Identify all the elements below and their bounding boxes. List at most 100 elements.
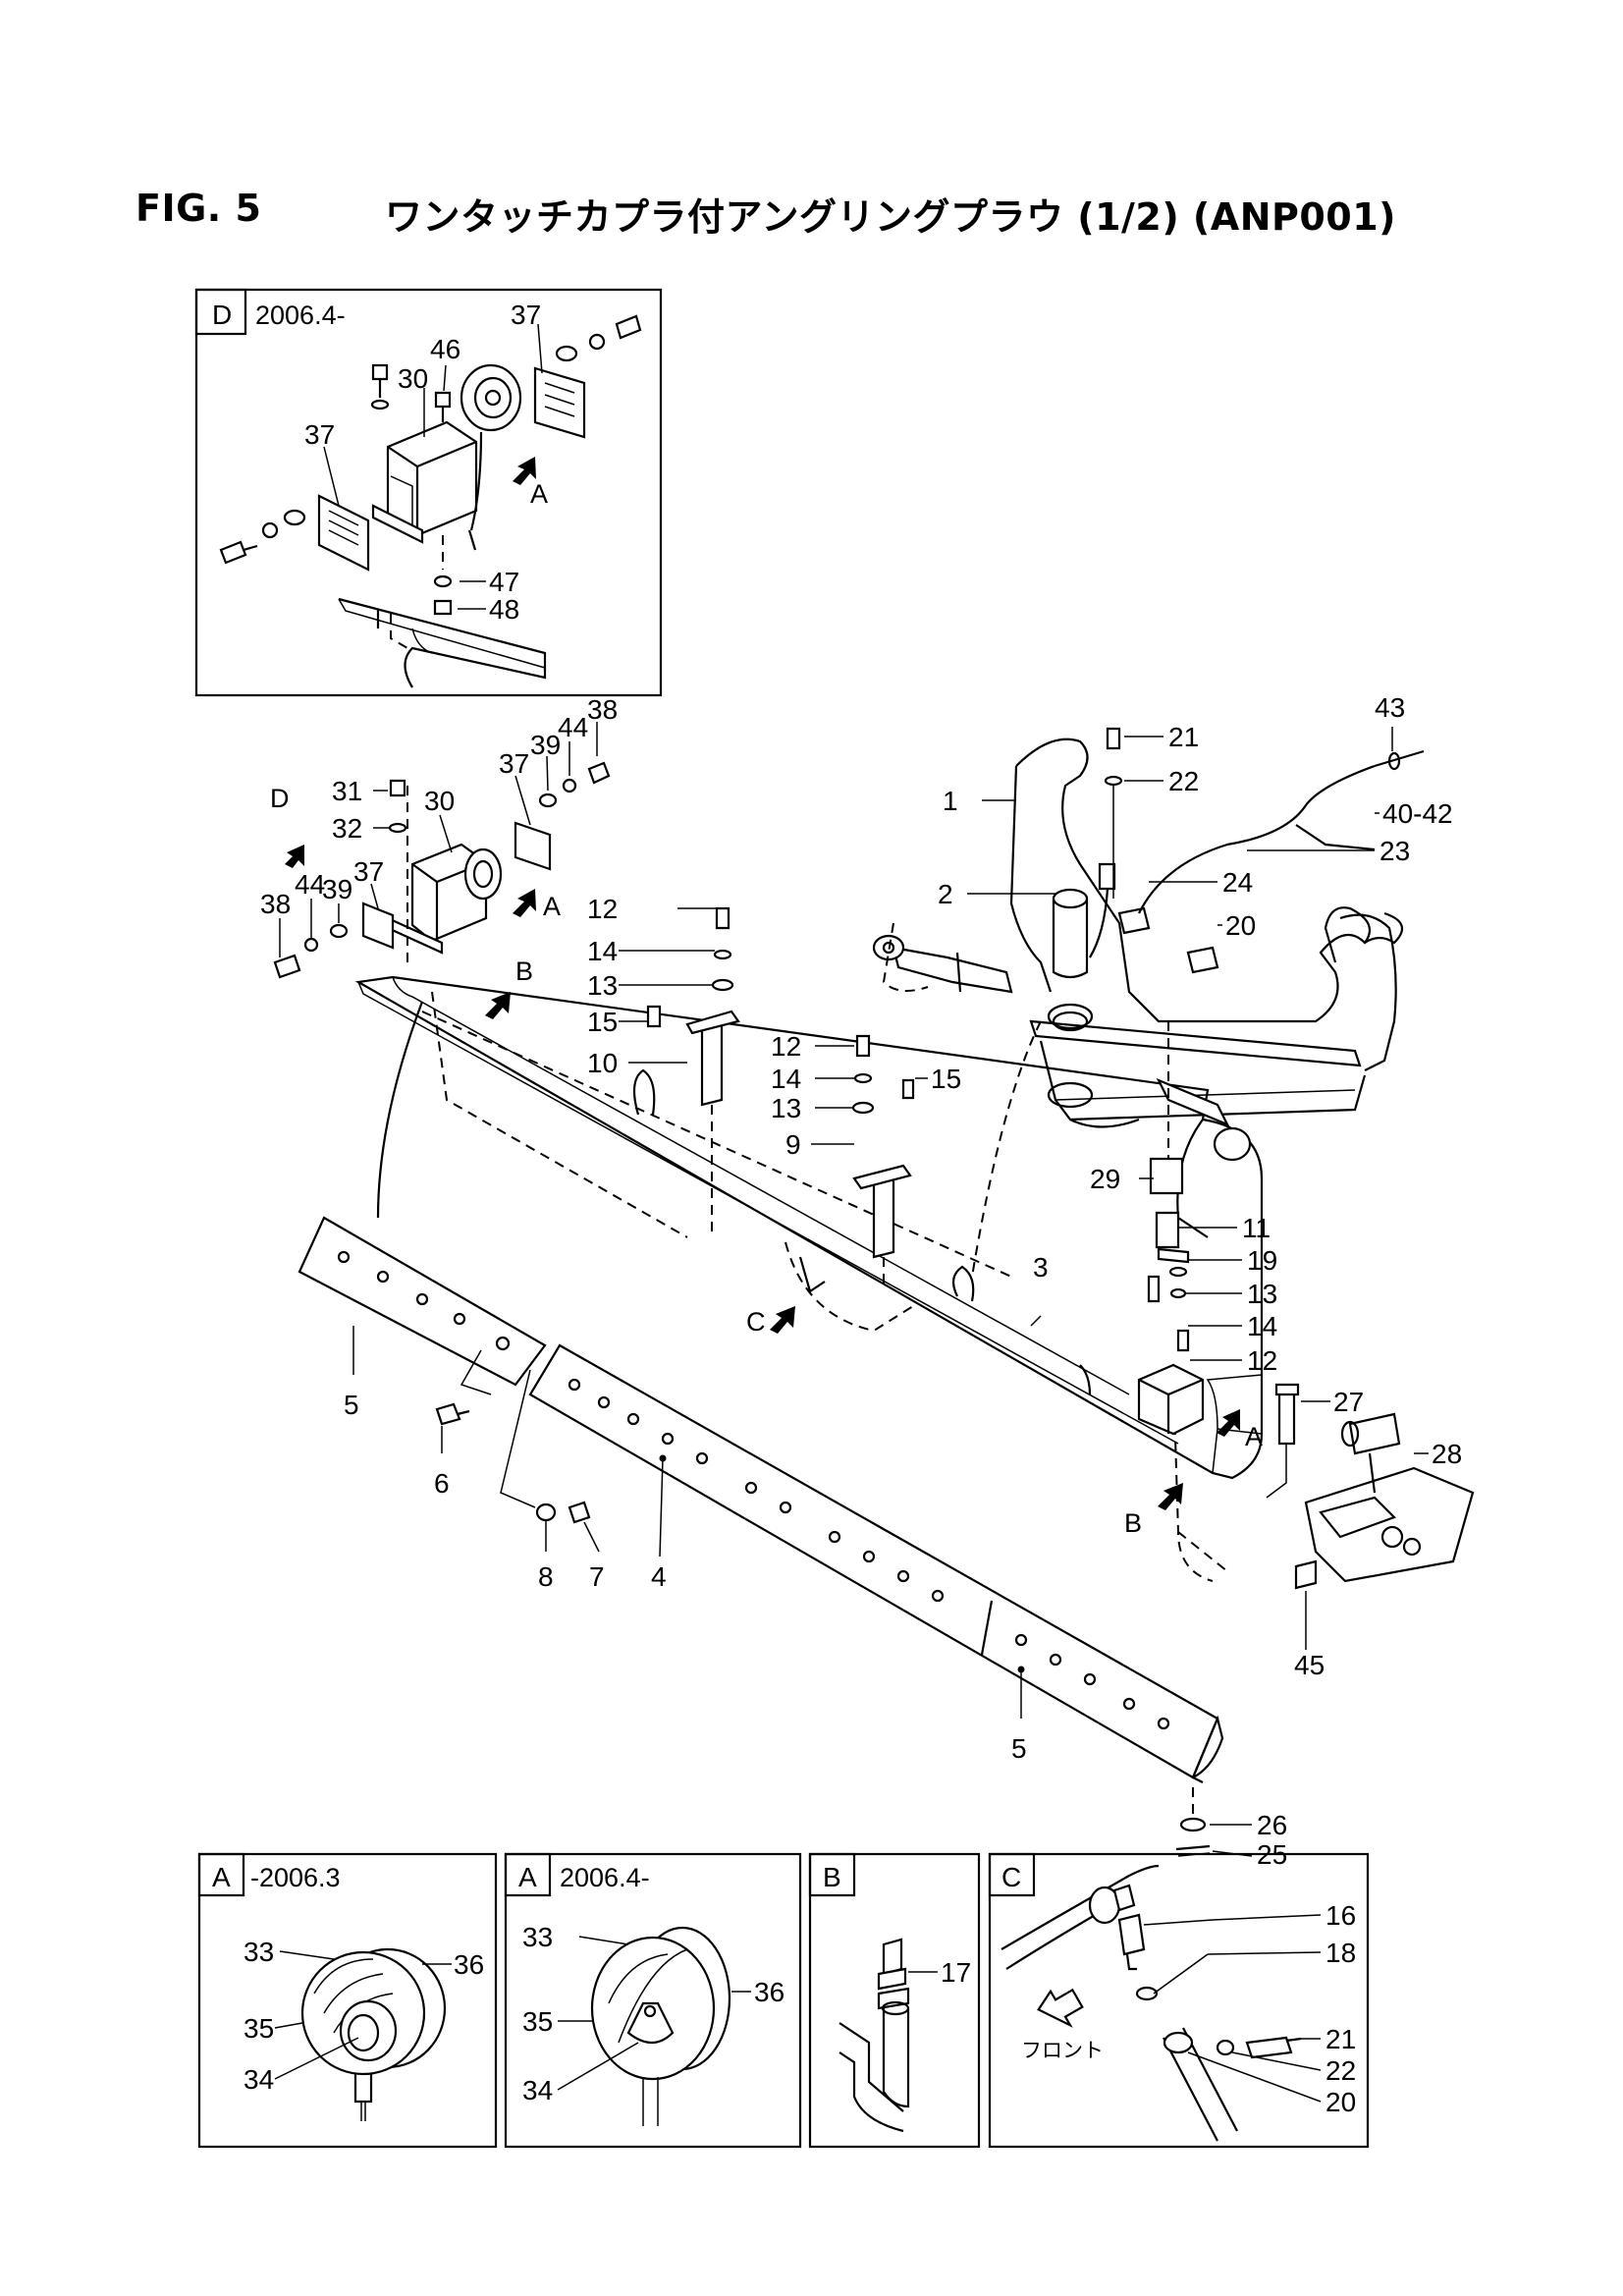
callout-46a: 46 (430, 334, 460, 364)
callout-34b: 34 (522, 2075, 553, 2105)
callout-7: 7 (589, 1561, 605, 1592)
inset-a-new-range: 2006.4- (560, 1863, 650, 1892)
callout-23: 23 (1380, 836, 1410, 866)
inset-d-panel: D 2006.4- (194, 288, 663, 697)
callout-27: 27 (1333, 1387, 1364, 1417)
view-label-a2: A (1245, 1422, 1263, 1451)
a-frame-assembly (872, 727, 1425, 1352)
view-arrow-c1-icon (770, 1306, 795, 1334)
callout-31: 31 (332, 776, 362, 806)
inset-a-new-letter: A (518, 1862, 537, 1892)
callout-5a: 5 (344, 1390, 359, 1420)
callout-35a: 35 (243, 2013, 274, 2044)
callout-8: 8 (538, 1561, 554, 1592)
callout-5b: 5 (1011, 1733, 1027, 1764)
callout-6: 6 (434, 1468, 450, 1499)
callout-2: 2 (938, 879, 953, 909)
figure-number: FIG. 5 (135, 187, 262, 230)
callout-12c: 12 (1247, 1345, 1277, 1376)
inset-b-panel: B 17 (808, 1852, 981, 2149)
callout-47a: 47 (489, 567, 519, 597)
callout-11: 11 (1242, 1213, 1271, 1243)
callout-19: 19 (1247, 1245, 1277, 1276)
callout-48a: 48 (489, 594, 519, 625)
callout-39b: 39 (322, 874, 352, 904)
callout-26: 26 (1257, 1810, 1287, 1840)
blade-assembly (298, 975, 1475, 1857)
inset-b-letter: B (823, 1862, 841, 1892)
view-label-b2: B (1124, 1508, 1142, 1538)
callout-44a: 44 (558, 712, 588, 742)
callout-12a: 12 (587, 894, 618, 924)
callout-34a: 34 (243, 2064, 274, 2095)
callout-37a: 37 (511, 300, 541, 330)
view-arrow-b1-icon (485, 992, 511, 1019)
view-label-b1: B (515, 957, 533, 986)
callout-14c: 14 (1247, 1311, 1277, 1341)
callout-10: 10 (587, 1048, 618, 1078)
callout-21: 21 (1168, 722, 1199, 752)
inset-c-panel: C フロント 16 18 21 22 20 (988, 1852, 1370, 2149)
callout-29: 29 (1090, 1164, 1120, 1194)
callout-32: 32 (332, 813, 362, 844)
callout-44b: 44 (295, 869, 325, 900)
callout-30b: 30 (424, 786, 455, 816)
callout-33a: 33 (243, 1937, 274, 1967)
callout-37c: 37 (499, 748, 529, 779)
inset-d-view-a: A (530, 479, 548, 509)
callout-13b: 13 (771, 1093, 801, 1123)
callout-45: 45 (1294, 1650, 1325, 1680)
callout-3: 3 (1033, 1252, 1049, 1283)
callout-40-42: 40-42 (1382, 798, 1453, 829)
inset-a-new-panel: A 2006.4- 33 36 35 34 (504, 1852, 802, 2149)
pin-mounts: C (646, 906, 915, 1337)
inset-a-old-panel: A -2006.3 33 36 35 34 (197, 1852, 498, 2149)
view-arrow-a1-icon (513, 889, 536, 917)
figure-title: ワンタッチカプラ付アングリングプラウ (1/2) (ANP001) (385, 195, 1397, 239)
callout-13a: 13 (587, 970, 618, 1001)
callout-37b: 37 (304, 419, 335, 450)
callout-18: 18 (1325, 1938, 1356, 1968)
callout-38a: 38 (587, 694, 618, 725)
callout-1: 1 (943, 786, 958, 816)
callout-43: 43 (1375, 692, 1405, 723)
callout-38b: 38 (260, 889, 291, 919)
callout-17: 17 (941, 1957, 971, 1988)
callout-33b: 33 (522, 1922, 553, 1952)
view-label-c1: C (746, 1307, 766, 1337)
callout-4: 4 (651, 1561, 667, 1592)
front-arrow-icon (1037, 1988, 1084, 2028)
callout-21b: 21 (1325, 2024, 1356, 2054)
callout-22b: 22 (1325, 2055, 1356, 2086)
callout-35b: 35 (522, 2006, 553, 2037)
inset-a-old-range: -2006.3 (250, 1863, 341, 1892)
view-arrow-d-icon (285, 845, 304, 868)
view-arrow-a-icon (513, 457, 536, 485)
callout-20: 20 (1225, 910, 1256, 941)
callout-36b: 36 (754, 1977, 784, 2007)
inset-c-front-label: フロント (1021, 2040, 1104, 2062)
callout-15a: 15 (587, 1007, 618, 1037)
inset-d-letter: D (212, 300, 232, 330)
main-callouts: 1 2 3 4 5 5 6 7 8 9 10 11 12 12 12 13 13… (260, 692, 1462, 1870)
callout-24: 24 (1222, 867, 1253, 898)
inset-a-old-letter: A (212, 1862, 231, 1892)
callout-20b: 20 (1325, 2087, 1356, 2117)
callout-39a: 39 (530, 730, 561, 760)
callout-14b: 14 (771, 1064, 801, 1094)
callout-15b: 15 (931, 1064, 961, 1094)
callout-30a: 30 (398, 363, 428, 394)
callout-37d: 37 (353, 856, 384, 887)
view-label-d: D (270, 784, 290, 813)
callout-13c: 13 (1247, 1279, 1277, 1309)
callout-14a: 14 (587, 936, 618, 966)
inset-d-range: 2006.4- (255, 301, 346, 330)
callout-12b: 12 (771, 1031, 801, 1062)
blade-lamp-group: D A B (270, 761, 611, 1019)
view-label-a1: A (543, 892, 561, 921)
callout-22: 22 (1168, 766, 1199, 796)
callout-16: 16 (1325, 1900, 1356, 1931)
view-arrow-a2-icon (1217, 1409, 1240, 1437)
cutting-edge-bolt-holes (568, 1378, 1170, 1730)
